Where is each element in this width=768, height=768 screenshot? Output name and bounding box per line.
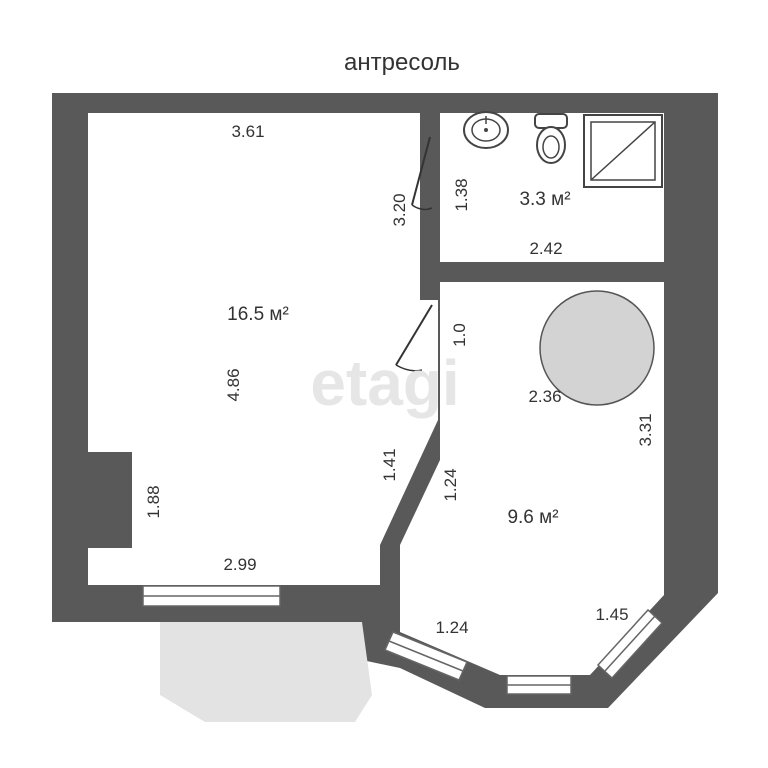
dim-main-top: 3.61 [231,122,264,141]
dim-bath-height: 1.38 [452,178,471,211]
toilet-icon [534,113,568,164]
wall-stub-1 [420,113,440,137]
dim-bath-door: 3.20 [390,193,409,226]
dim-second-door: 1.0 [450,323,469,347]
dim-main-left-height: 4.86 [224,368,243,401]
dim-second-left: 1.24 [441,468,460,501]
window-bottom [506,675,572,695]
watermark: etagi [310,347,459,419]
wall-stub-2 [420,210,440,300]
bath-door-swing [411,204,433,211]
dim-second-bottom-left: 1.24 [435,618,468,637]
dim-main-diagonal: 1.41 [380,448,399,481]
area-bathroom: 3.3 м² [519,189,570,210]
shower-icon [583,114,663,188]
round-table-icon [539,290,655,406]
dim-second-top: 2.36 [528,387,561,406]
dim-bath-width: 2.42 [529,239,562,258]
dim-main-bottom: 2.99 [223,555,256,574]
window-bottom-right [596,608,664,680]
area-main: 16.5 м² [227,304,289,325]
dim-main-niche: 1.88 [144,485,163,518]
plan-title: антресоль [344,49,460,76]
area-second: 9.6 м² [507,507,558,528]
room-door-swing [395,364,423,372]
room-door [395,304,433,366]
window-main [142,585,281,607]
window-bottom-left [383,631,469,681]
bath-door [411,136,431,206]
room-main-floor [88,113,438,585]
balcony [160,622,372,722]
sink-icon [463,111,509,149]
dim-second-right: 3.31 [636,413,655,446]
dim-second-bottom-right: 1.45 [595,605,628,624]
